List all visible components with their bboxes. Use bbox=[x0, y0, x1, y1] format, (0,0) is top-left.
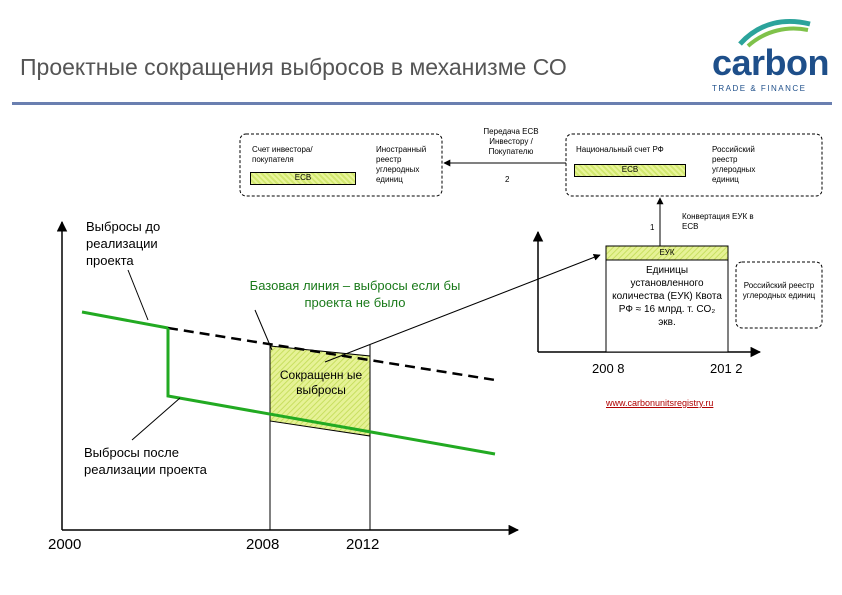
logo-subtitle: TRADE & FINANCE bbox=[712, 84, 807, 93]
page-title: Проектные сокращения выбросов в механизм… bbox=[20, 54, 567, 80]
callout-after bbox=[131, 397, 181, 441]
inset-registry-label: Российский реестр углеродных единиц bbox=[742, 281, 816, 300]
label-baseline: Базовая линия – выбросы если бы проекта … bbox=[249, 278, 461, 310]
baseline-dashed-line bbox=[167, 326, 496, 382]
step-2-label: 2 bbox=[505, 175, 510, 184]
russian-registry-box bbox=[565, 133, 823, 197]
euk-hatch-bar bbox=[605, 245, 729, 261]
label-reductions: Сокращенн ые выбросы bbox=[279, 368, 363, 397]
national-account-label: Национальный счет РФ bbox=[576, 145, 664, 154]
euk-units-text: Единицы установленного количества (ЕУК) … bbox=[612, 265, 722, 328]
wave-logo-icon bbox=[738, 19, 811, 48]
inset-year-start: 200 8 bbox=[592, 361, 625, 376]
x-tick-2008: 2008 bbox=[246, 536, 280, 553]
foreign-registry-label: Иностранный реестр углеродных единиц bbox=[376, 145, 427, 184]
inset-quota-box bbox=[605, 245, 729, 353]
callout-before bbox=[127, 269, 149, 321]
euk-label: ЕУК bbox=[659, 248, 675, 257]
logo-name: carbon bbox=[712, 42, 830, 83]
investor-account-label: Счет инвестора/ покупателя bbox=[252, 145, 313, 164]
inset-registry-box bbox=[735, 261, 823, 329]
header-divider bbox=[12, 102, 832, 105]
transfer-label: Передача ЕСВ Инвестору / Покупателю bbox=[483, 127, 539, 156]
label-emissions-after: Выбросы после реализации проекта bbox=[84, 445, 207, 477]
foreign-registry-box bbox=[239, 133, 443, 197]
emissions-after-line bbox=[166, 328, 496, 456]
carbon-logo bbox=[700, 12, 830, 100]
reductions-to-euk-arrow bbox=[324, 254, 601, 363]
conversion-label: Конвертация ЕУК в ЕСВ bbox=[682, 212, 754, 231]
national-unit-badge: ЕСВ bbox=[574, 164, 686, 177]
label-emissions-before: Выбросы до реализации проекта bbox=[86, 219, 161, 268]
inset-year-end: 201 2 bbox=[710, 361, 743, 376]
investor-unit-badge: ЕСВ bbox=[250, 172, 356, 185]
x-tick-2000: 2000 bbox=[48, 536, 82, 553]
russian-registry-label: Российский реестр углеродных единиц bbox=[712, 145, 756, 184]
registry-link[interactable]: www.carbonunitsregistry.ru bbox=[606, 398, 714, 408]
callout-baseline bbox=[254, 309, 273, 351]
emissions-before-line bbox=[81, 310, 169, 330]
x-tick-2012: 2012 bbox=[346, 536, 380, 553]
step-1-label: 1 bbox=[650, 223, 655, 232]
